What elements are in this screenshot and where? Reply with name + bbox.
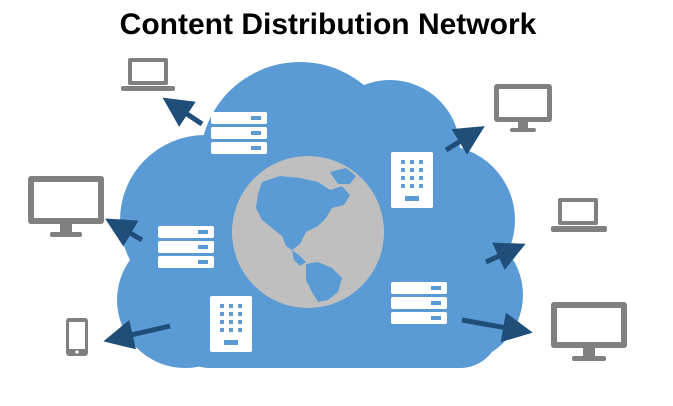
globe-icon — [232, 156, 384, 308]
rack-server-icon — [158, 226, 214, 268]
diagram-title: Content Distribution Network — [119, 8, 537, 41]
arrow-icon — [444, 126, 485, 155]
arrow-icon — [484, 242, 526, 270]
tower-server-icon — [391, 152, 433, 208]
monitor-icon — [494, 84, 552, 132]
rack-server-icon — [211, 112, 267, 154]
arrow-icon — [103, 320, 171, 350]
arrow-icon — [105, 218, 144, 247]
rack-server-icon — [391, 282, 447, 324]
laptop-icon — [121, 58, 175, 91]
arrow-icon — [162, 97, 204, 127]
monitor-icon — [551, 302, 627, 361]
laptop-icon — [551, 198, 607, 232]
arrow-icon — [461, 312, 533, 343]
smartphone-icon — [66, 318, 88, 356]
monitor-icon — [28, 176, 104, 237]
tower-server-icon — [210, 296, 252, 352]
